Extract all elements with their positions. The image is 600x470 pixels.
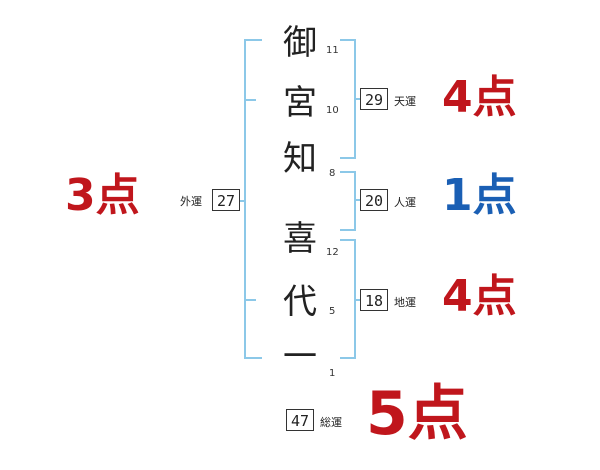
- souun-value-box: 47: [286, 409, 314, 431]
- chiun-bracket: [340, 239, 356, 359]
- stroke-count-5: 5: [329, 306, 336, 317]
- stroke-count-1: 11: [326, 45, 339, 56]
- stroke-count-2: 10: [326, 105, 339, 116]
- jinun-bracket: [340, 171, 356, 231]
- chiun-value-box: 18: [360, 289, 388, 311]
- tenun-label: 天運: [394, 95, 416, 108]
- name-char-5: 代: [283, 282, 317, 322]
- tenun-score: 4点: [442, 72, 517, 123]
- chiun-label: 地運: [394, 296, 416, 309]
- gaiun-bracket: [244, 39, 262, 359]
- jinun-score: 1点: [442, 170, 517, 221]
- tenun-value-box: 29: [360, 88, 388, 110]
- name-char-4: 喜: [283, 219, 317, 259]
- jinun-label: 人運: [394, 196, 416, 209]
- stroke-count-3: 8: [329, 168, 336, 179]
- gaiun-label: 外運: [180, 195, 202, 208]
- stroke-count-4: 12: [326, 247, 339, 258]
- chiun-score: 4点: [442, 271, 517, 322]
- jinun-value-box: 20: [360, 189, 388, 211]
- name-char-2: 宮: [283, 83, 317, 123]
- gaiun-value-box: 27: [212, 189, 240, 211]
- souun-score: 5点: [366, 379, 468, 449]
- name-char-1: 御: [283, 23, 317, 63]
- name-char-6: 一: [283, 337, 317, 377]
- gaiun-score: 3点: [65, 170, 140, 221]
- name-char-3: 知: [283, 139, 317, 179]
- souun-label: 総運: [320, 416, 342, 429]
- tenun-bracket: [340, 39, 356, 159]
- stroke-count-6: 1: [329, 368, 336, 379]
